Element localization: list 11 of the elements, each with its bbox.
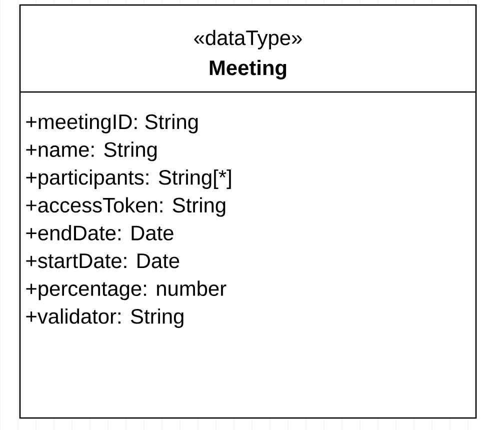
attribute-text: +startDate: Date [26, 254, 180, 268]
attribute-text: +participants: String[*] [26, 169, 231, 189]
class-box [19, 4, 477, 419]
attribute-text: +validator: String [26, 308, 184, 328]
stereotype-label: «dataType» [194, 30, 302, 50]
attribute-text: +endDate: Date [26, 225, 174, 240]
attribute-text: +name: String [26, 142, 157, 162]
attribute-text: +percentage: number [26, 280, 226, 300]
attribute-text: +accessToken: String [26, 197, 226, 217]
attribute-text: +meetingID: String [26, 114, 198, 134]
class-name: Meeting [210, 60, 286, 80]
